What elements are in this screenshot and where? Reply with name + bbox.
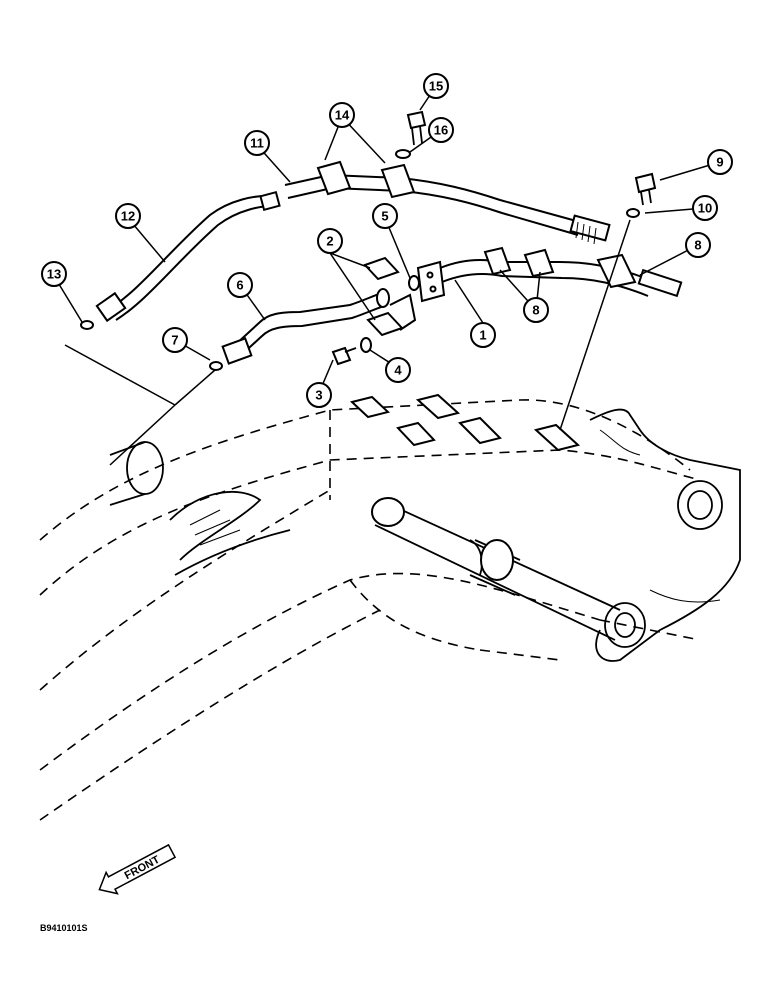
callout: 12 — [115, 203, 141, 229]
callout-label: 10 — [698, 201, 712, 216]
callout: 10 — [692, 195, 718, 221]
callout: 3 — [306, 382, 332, 408]
callout-label: 3 — [315, 388, 322, 403]
callout: 14 — [329, 102, 355, 128]
boom-pivot — [589, 408, 741, 662]
callout-label: 2 — [326, 234, 333, 249]
callout-label: 9 — [716, 155, 723, 170]
callout-label: 8 — [532, 303, 539, 318]
callout: 1 — [470, 322, 496, 348]
callout-label: 16 — [434, 123, 448, 138]
callout-label: 5 — [381, 209, 388, 224]
figure-id: B9410101S — [40, 923, 88, 933]
callout-label: 4 — [394, 363, 402, 378]
callout-label: 15 — [429, 79, 443, 94]
lower-tube-assembly — [221, 246, 683, 366]
callout-label: 14 — [335, 108, 350, 123]
callout: 5 — [372, 203, 398, 229]
callout: 8 — [523, 297, 549, 323]
upper-tube-assembly — [95, 160, 611, 323]
callout-label: 11 — [250, 136, 264, 151]
cylinder-rod — [371, 497, 621, 641]
callout: 15 — [423, 73, 449, 99]
left-cylinder — [109, 441, 291, 576]
callout-label: 6 — [236, 278, 243, 293]
callout: 16 — [428, 117, 454, 143]
callout: 6 — [227, 272, 253, 298]
callout: 4 — [385, 357, 411, 383]
callout: 8 — [685, 232, 711, 258]
callout: 11 — [244, 130, 270, 156]
callout-label: 7 — [171, 333, 178, 348]
hardware — [80, 110, 657, 371]
boom-outline — [39, 399, 701, 821]
callout: 2 — [317, 228, 343, 254]
front-arrow: FRONT — [98, 843, 177, 895]
callout-label: 8 — [694, 238, 701, 253]
callout-label: 13 — [47, 267, 61, 282]
callout: 13 — [41, 261, 67, 287]
boom-clips — [349, 393, 581, 452]
callout-label: 12 — [121, 209, 135, 224]
callout: 7 — [162, 327, 188, 353]
callout-label: 1 — [479, 328, 486, 343]
callout: 9 — [707, 149, 733, 175]
